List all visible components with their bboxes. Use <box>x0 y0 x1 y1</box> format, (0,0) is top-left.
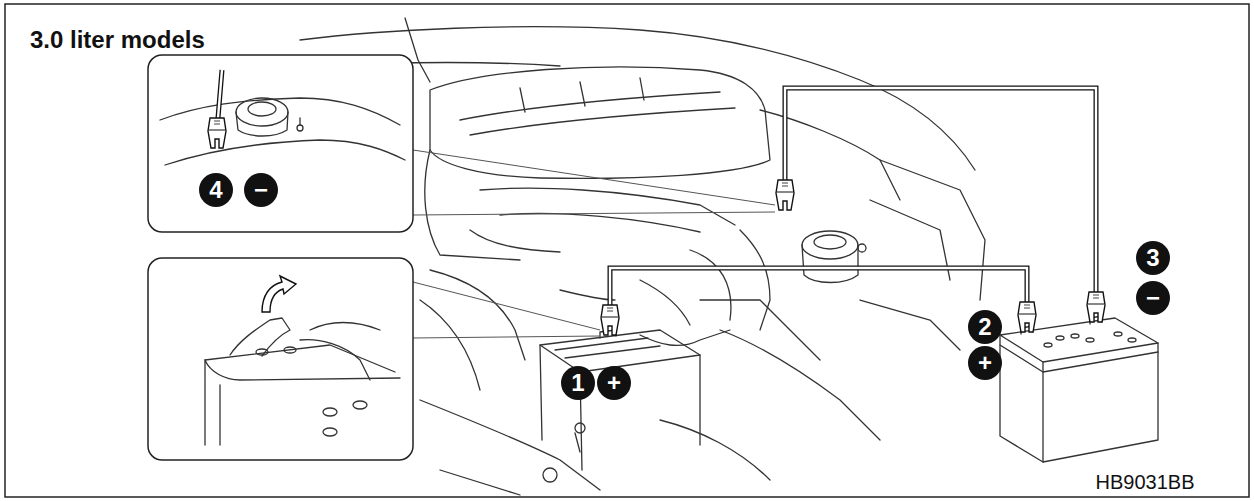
illustration-part <box>148 258 413 460</box>
illustration-part <box>1056 336 1064 340</box>
ground-inset <box>148 55 413 232</box>
illustration-part <box>248 102 276 116</box>
illustration-part <box>740 230 770 330</box>
illustration-part <box>1000 345 1158 372</box>
illustration-part <box>601 305 619 335</box>
illustration-part <box>520 78 644 112</box>
illustration-part <box>218 70 222 118</box>
illustration-part <box>1071 334 1079 338</box>
illustration-part <box>690 250 731 320</box>
illustration-part <box>880 160 985 300</box>
illustration-part <box>430 270 525 360</box>
illustration-part <box>413 212 775 215</box>
illustration-part <box>425 150 520 260</box>
callout-number: + <box>968 346 1002 380</box>
illustration-part <box>814 235 846 249</box>
illustration-part <box>500 214 700 232</box>
illustration-part <box>460 92 720 120</box>
illustration-part <box>470 108 735 135</box>
callout-number: 2 <box>968 310 1002 344</box>
inset-leaders <box>413 150 775 338</box>
callout-number: + <box>597 366 631 400</box>
illustration-part <box>1087 292 1105 322</box>
figure-code: HB9031BB <box>1096 471 1195 494</box>
illustration-part <box>205 360 400 445</box>
illustration-part <box>208 118 226 148</box>
illustration-part <box>610 268 1027 306</box>
illustration-part <box>300 340 370 380</box>
illustration-part <box>540 345 700 470</box>
illustration-part <box>230 318 290 356</box>
illustration-part <box>610 268 1027 306</box>
frame <box>5 4 1249 497</box>
illustration-part <box>470 230 560 252</box>
illustration-part <box>700 300 820 360</box>
illustration-part <box>785 88 1096 293</box>
booster-battery <box>1000 316 1158 462</box>
callout-number: 1 <box>561 366 595 400</box>
illustration-part <box>802 231 858 259</box>
illustration-part <box>720 330 880 440</box>
illustration-part <box>1128 338 1136 342</box>
illustration-part <box>802 245 858 283</box>
illustration-part <box>480 188 735 225</box>
illustration-part <box>785 88 1096 293</box>
illustration-part <box>262 276 296 312</box>
illustration-part <box>148 55 413 232</box>
illustration-part <box>420 400 600 490</box>
illustration-part <box>160 98 400 125</box>
illustration-part <box>323 408 337 416</box>
illustration-part <box>1086 338 1094 342</box>
illustration-part <box>205 345 395 372</box>
illustration-part <box>575 433 580 452</box>
illustration-part <box>860 300 960 350</box>
illustration-part <box>218 70 222 118</box>
jumper-cables <box>601 88 1105 335</box>
illustration-part <box>323 428 337 436</box>
illustration-part <box>560 290 615 300</box>
illustration-part <box>1018 302 1036 332</box>
illustration-part <box>413 336 600 338</box>
illustration-part <box>297 125 303 131</box>
illustration-part <box>440 470 520 495</box>
callout-number: 3 <box>1136 241 1170 275</box>
illustration-part <box>858 244 866 252</box>
illustration-part <box>219 385 220 445</box>
illustration-part <box>413 150 775 205</box>
illustration-part <box>776 180 794 210</box>
illustration-part <box>640 330 730 345</box>
illustration-part <box>299 118 300 125</box>
illustration-part <box>236 98 288 126</box>
callout-number: − <box>244 173 278 207</box>
callout-number: − <box>1136 281 1170 315</box>
illustration-part <box>430 67 770 178</box>
illustration-part <box>284 347 296 353</box>
illustration-part <box>575 423 585 433</box>
illustration-part <box>660 420 770 480</box>
illustration-part <box>1000 335 1043 462</box>
battery-inset <box>148 258 413 460</box>
illustration-part <box>543 468 557 482</box>
illustration-part <box>640 280 690 325</box>
illustration-part <box>1043 343 1158 462</box>
illustration-part <box>1044 343 1052 347</box>
illustration-part <box>236 112 288 136</box>
illustration-part <box>165 140 405 165</box>
callout-number: 4 <box>199 173 233 207</box>
illustration-part <box>353 401 367 409</box>
illustration-part <box>555 338 660 358</box>
illustration-part <box>310 323 380 331</box>
illustration-part <box>1114 332 1122 336</box>
illustration-part <box>413 282 600 330</box>
illustration-part <box>420 300 480 390</box>
figure-title: 3.0 liter models <box>30 26 205 54</box>
